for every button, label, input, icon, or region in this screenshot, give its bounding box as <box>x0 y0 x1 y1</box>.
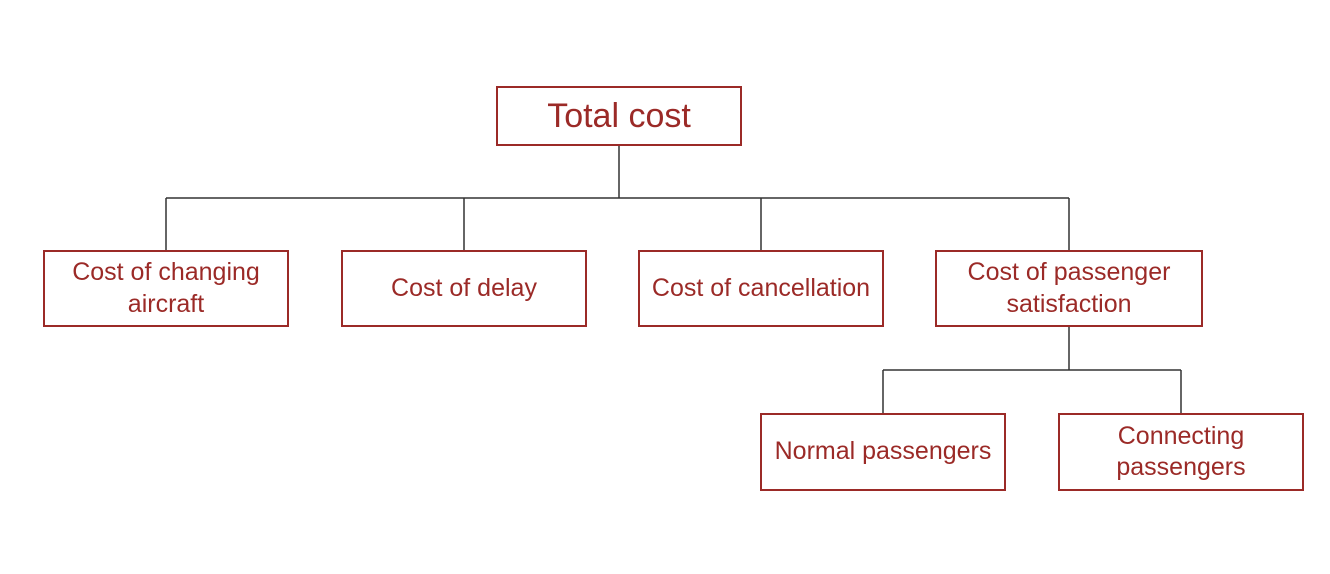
node-label: Normal passengers <box>774 437 992 466</box>
node-cost-of-cancellation: Cost of cancellation <box>638 250 884 327</box>
node-label: Cost of delay <box>391 273 537 302</box>
node-label: Cost of cancellation <box>651 273 871 302</box>
node-cost-of-passenger-satisfaction: Cost of passenger satisfaction <box>935 250 1203 327</box>
node-label: Total cost <box>547 96 691 135</box>
node-label: Cost of passenger satisfaction <box>967 258 1171 318</box>
node-total-cost: Total cost <box>496 86 742 146</box>
node-cost-of-changing-aircraft: Cost of changing aircraft <box>43 250 289 327</box>
node-cost-of-delay: Cost of delay <box>341 250 587 327</box>
node-label: Cost of changing aircraft <box>72 258 260 318</box>
node-normal-passengers: Normal passengers <box>760 413 1006 491</box>
node-label: Connecting passengers <box>1116 421 1246 481</box>
node-connecting-passengers: Connecting passengers <box>1058 413 1304 491</box>
